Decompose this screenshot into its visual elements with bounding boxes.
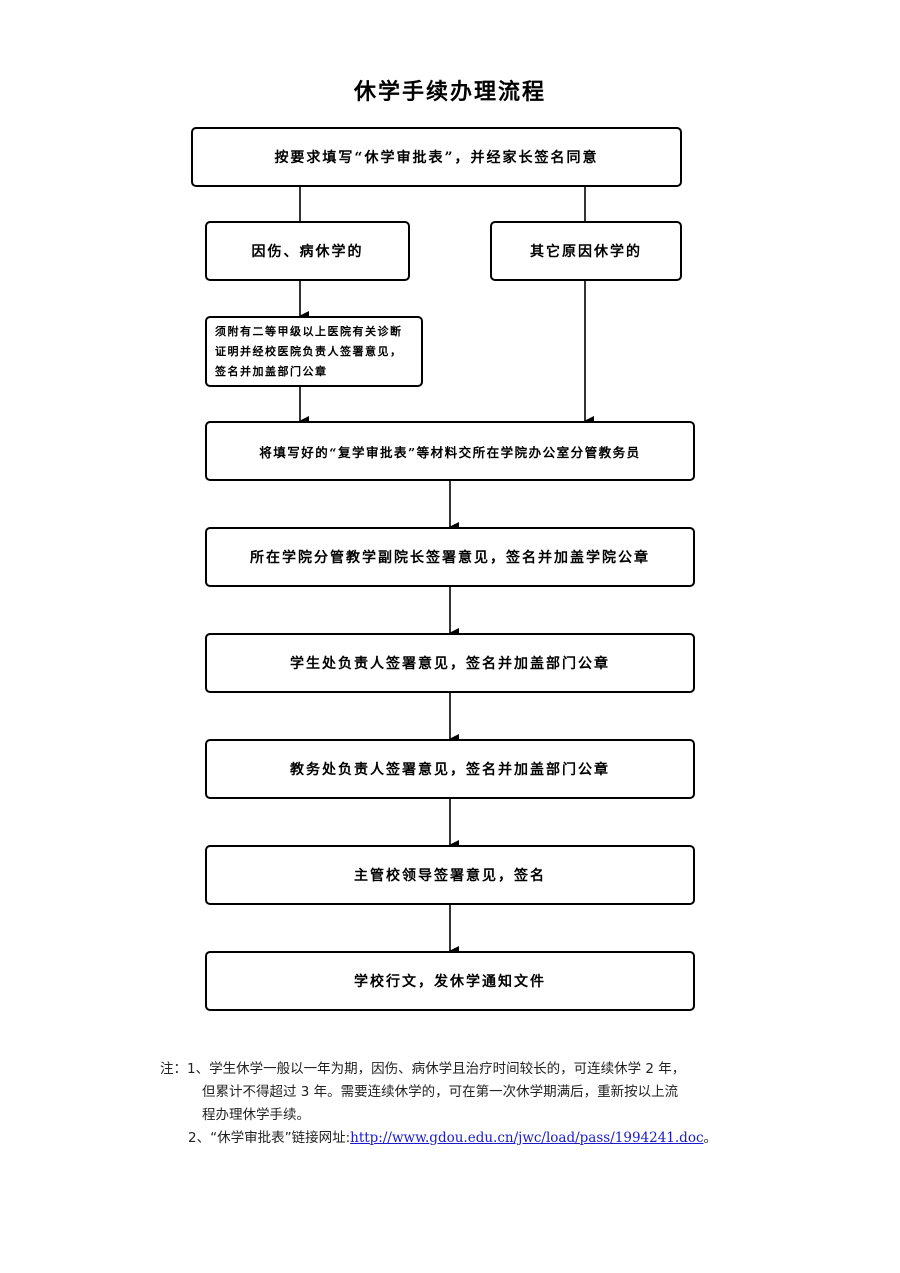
- step-illness-text: 因伤、病休学的: [251, 244, 364, 260]
- note-2-suffix: 。: [703, 1130, 718, 1146]
- note-1-line-2: 但累计不得超过 3 年。需要连续休学的，可在第一次休学期满后，重新按以上流: [202, 1084, 679, 1100]
- step-illness: 因伤、病休学的: [205, 221, 410, 281]
- note-2: 2、“休学审批表”链接网址:http://www.gdou.edu.cn/jwc…: [160, 1127, 780, 1150]
- step-notice-text: 学校行文，发休学通知文件: [354, 974, 546, 990]
- note-1-text-1: 学生休学一般以一年为期，因伤、病休学且治疗时间较长的，可连续休学 2 年，: [209, 1061, 686, 1077]
- step-leader: 主管校领导签署意见，签名: [205, 845, 695, 905]
- step-medical-cert: 须附有二等甲级以上医院有关诊断证明并经校医院负责人签署意见，签名并加盖部门公章: [205, 316, 423, 387]
- step-student-office-text: 学生处负责人签署意见，签名并加盖部门公章: [290, 656, 610, 672]
- step-leader-text: 主管校领导签署意见，签名: [354, 868, 546, 884]
- step-other: 其它原因休学的: [490, 221, 682, 281]
- notes-prefix: 注：1、: [160, 1061, 210, 1077]
- step-student-office: 学生处负责人签署意见，签名并加盖部门公章: [205, 633, 695, 693]
- step-submit: 将填写好的“复学审批表”等材料交所在学院办公室分管教务员: [205, 421, 695, 481]
- step-academic-office: 教务处负责人签署意见，签名并加盖部门公章: [205, 739, 695, 799]
- notes-section: 注：1、学生休学一般以一年为期，因伤、病休学且治疗时间较长的，可连续休学 2 年…: [160, 1058, 780, 1150]
- note-2-prefix: 2、“休学审批表”链接网址:: [188, 1130, 351, 1146]
- step-dean: 所在学院分管教学副院长签署意见，签名并加盖学院公章: [205, 527, 695, 587]
- step-notice: 学校行文，发休学通知文件: [205, 951, 695, 1011]
- note-1-line-1: 注：1、学生休学一般以一年为期，因伤、病休学且治疗时间较长的，可连续休学 2 年…: [160, 1058, 780, 1081]
- step-fill-form-text: 按要求填写“休学审批表”，并经家长签名同意: [274, 150, 599, 166]
- step-academic-office-text: 教务处负责人签署意见，签名并加盖部门公章: [290, 762, 610, 778]
- step-submit-text: 将填写好的“复学审批表”等材料交所在学院办公室分管教务员: [259, 444, 641, 460]
- form-download-link[interactable]: http://www.gdou.edu.cn/jwc/load/pass/199…: [350, 1130, 704, 1146]
- page-title: 休学手续办理流程: [353, 79, 546, 105]
- step-dean-text: 所在学院分管教学副院长签署意见，签名并加盖学院公章: [250, 550, 650, 566]
- step-other-text: 其它原因休学的: [530, 244, 642, 260]
- step-medical-cert-text: 须附有二等甲级以上医院有关诊断证明并经校医院负责人签署意见，签名并加盖部门公章: [215, 324, 403, 378]
- step-fill-form: 按要求填写“休学审批表”，并经家长签名同意: [191, 127, 682, 187]
- note-1-line-3: 程办理休学手续。: [202, 1107, 310, 1123]
